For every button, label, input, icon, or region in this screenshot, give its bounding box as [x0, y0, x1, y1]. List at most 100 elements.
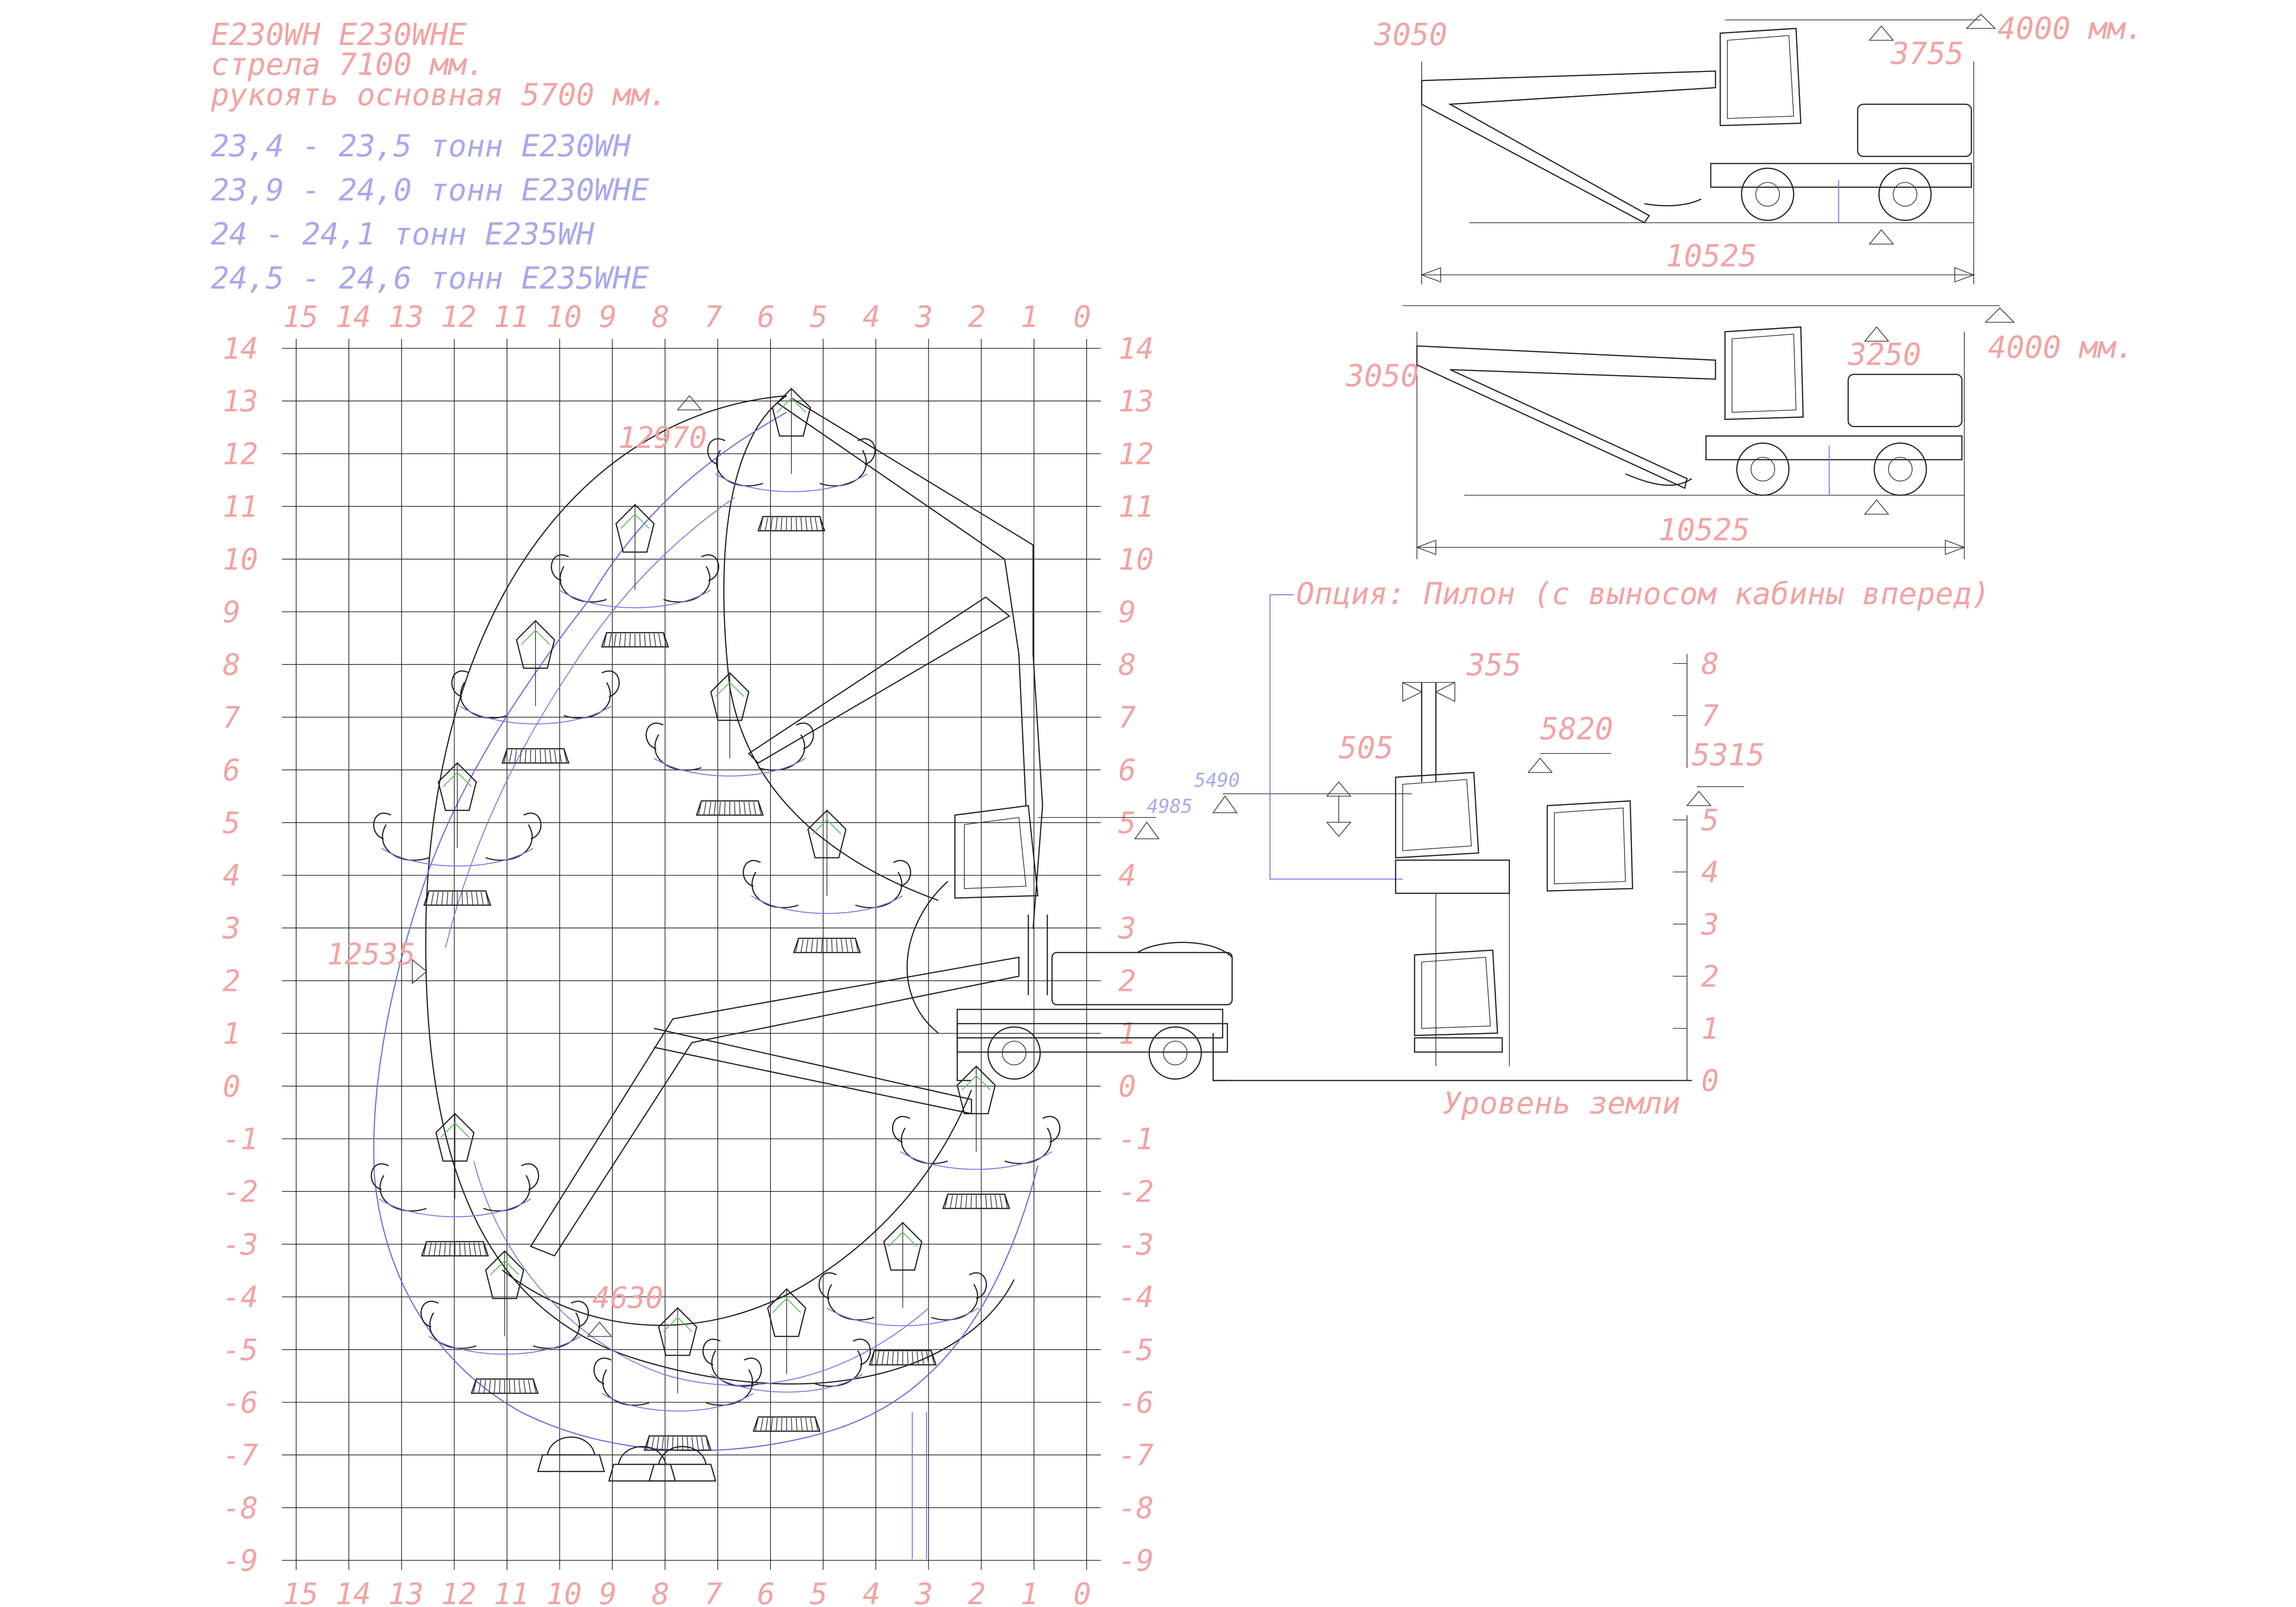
main-dimensions: 12970 12535 4630 4985 5490 [327, 395, 1412, 1337]
x-tick-top: 0 [1073, 300, 1091, 334]
y-tick-right: 4 [1118, 858, 1136, 893]
scale-label: 4 [1701, 855, 1719, 890]
y-tick-right: -5 [1118, 1333, 1154, 1367]
y-tick-right: 13 [1118, 384, 1154, 418]
grab-bucket [371, 1113, 539, 1257]
y-tick-left: 4 [223, 858, 240, 893]
x-tick-bottom: 11 [494, 1577, 529, 1607]
model-label: E230WH E230WHE [211, 18, 467, 53]
y-tick-left: 12 [223, 436, 258, 471]
scale-label: 8 [1701, 646, 1719, 681]
y-tick-right: -8 [1118, 1490, 1154, 1525]
y-tick-right: 10 [1118, 542, 1154, 577]
x-tick-top: 6 [757, 300, 775, 334]
y-tick-left: 7 [223, 700, 240, 735]
transport-height-max: 4000 мм. [1988, 330, 2134, 365]
scale-label: 7 [1701, 699, 1719, 733]
cab-top-label: 5490 [1194, 770, 1240, 791]
grab-bucket [551, 504, 719, 648]
y-tick-left: -1 [223, 1122, 258, 1156]
y-tick-right: 14 [1118, 331, 1154, 366]
y-tick-left: -2 [223, 1174, 258, 1209]
y-tick-right: 8 [1118, 647, 1136, 682]
grab-bucket-closed [537, 1436, 605, 1472]
working-range-envelope [373, 395, 1039, 1559]
y-tick-left: 9 [223, 595, 240, 629]
x-tick-top: 8 [652, 300, 669, 334]
x-tick-bottom: 5 [810, 1577, 827, 1607]
transport-height-max: 4000 мм. [1997, 11, 2143, 46]
y-tick-right: 3 [1118, 911, 1136, 945]
weight-line: 24,5 - 24,6 тонн E235WHE [211, 261, 649, 296]
cab-height-label: 4985 [1147, 796, 1192, 817]
grab-bucket [707, 388, 876, 532]
y-tick-left: 1 [223, 1017, 240, 1051]
dim-505: 505 [1339, 731, 1394, 766]
scale-label: 1 [1701, 1011, 1719, 1046]
y-tick-left: 8 [223, 647, 240, 682]
x-tick-top: 4 [862, 300, 880, 334]
grab-bucket [451, 620, 620, 764]
x-tick-top: 13 [388, 300, 424, 334]
transport-height-right: 3250 [1848, 337, 1921, 372]
scale-label: 2 [1701, 959, 1719, 994]
x-tick-top: 15 [283, 300, 318, 334]
y-tick-left: -6 [223, 1385, 258, 1420]
y-tick-left: 11 [223, 490, 258, 524]
y-tick-right: -9 [1118, 1543, 1154, 1578]
arm-label: рукоять основная 5700 мм. [210, 78, 667, 113]
weight-line: 24 - 24,1 тонн E235WH [211, 217, 595, 252]
y-tick-right: 5 [1118, 806, 1136, 840]
x-tick-bottom: 6 [757, 1577, 775, 1607]
dim-5820: 5820 [1540, 712, 1613, 747]
transport-view-2: 10525 3050 3250 4000 мм. [1345, 305, 2134, 559]
transport-view-1: 10525 3050 3755 4000 мм. [1374, 11, 2143, 284]
dim-5315: 5315 [1692, 738, 1765, 773]
y-tick-right: 0 [1118, 1069, 1136, 1104]
y-tick-left: 10 [223, 542, 258, 577]
ground-level-label: Уровень земли [1443, 1086, 1680, 1121]
x-tick-top: 11 [494, 300, 529, 334]
transport-height-right: 3755 [1890, 36, 1964, 72]
y-tick-left: -7 [223, 1438, 258, 1472]
y-tick-left: 14 [223, 331, 258, 366]
x-tick-bottom: 4 [862, 1577, 880, 1607]
y-tick-right: -4 [1118, 1280, 1154, 1315]
y-tick-right: -3 [1118, 1227, 1154, 1262]
x-tick-bottom: 7 [705, 1577, 722, 1607]
x-tick-bottom: 0 [1073, 1577, 1091, 1607]
transport-height-left: 3050 [1374, 18, 1447, 53]
working-range-grid [282, 339, 1101, 1570]
min-depth-label: 4630 [592, 1280, 663, 1315]
x-tick-top: 10 [546, 300, 582, 334]
grab-bucket [818, 1222, 987, 1366]
grab-bucket [743, 809, 911, 953]
y-tick-left: -4 [223, 1280, 258, 1315]
y-tick-left: -3 [223, 1227, 258, 1262]
y-tick-left: 13 [223, 384, 258, 418]
transport-height-left: 3050 [1345, 359, 1419, 394]
header-block: E230WH E230WHE стрела 7100 мм. рукоять о… [210, 18, 667, 296]
grid-axis-labels: 1515141413131212111110109988776655443322… [222, 300, 1154, 1607]
x-tick-bottom: 14 [336, 1577, 371, 1607]
y-tick-right: -2 [1118, 1174, 1154, 1209]
y-tick-left: -9 [223, 1543, 258, 1578]
x-tick-top: 14 [336, 300, 371, 334]
grab-bucket [373, 762, 542, 906]
x-tick-top: 7 [705, 300, 722, 334]
x-tick-bottom: 10 [546, 1577, 582, 1607]
x-tick-bottom: 1 [1021, 1577, 1038, 1607]
y-tick-right: -6 [1118, 1385, 1154, 1420]
grab-bucket-closed [648, 1446, 717, 1482]
max-height-label: 12970 [618, 420, 707, 455]
y-tick-left: 0 [223, 1069, 240, 1104]
x-tick-bottom: 12 [441, 1577, 477, 1607]
weight-line: 23,4 - 23,5 тонн E230WH [211, 129, 631, 164]
transport-length: 10525 [1659, 513, 1750, 548]
x-tick-bottom: 13 [388, 1577, 424, 1607]
x-tick-top: 3 [915, 300, 933, 334]
grab-bucket [593, 1307, 762, 1451]
x-tick-bottom: 3 [915, 1577, 933, 1607]
y-tick-right: 2 [1118, 963, 1136, 998]
